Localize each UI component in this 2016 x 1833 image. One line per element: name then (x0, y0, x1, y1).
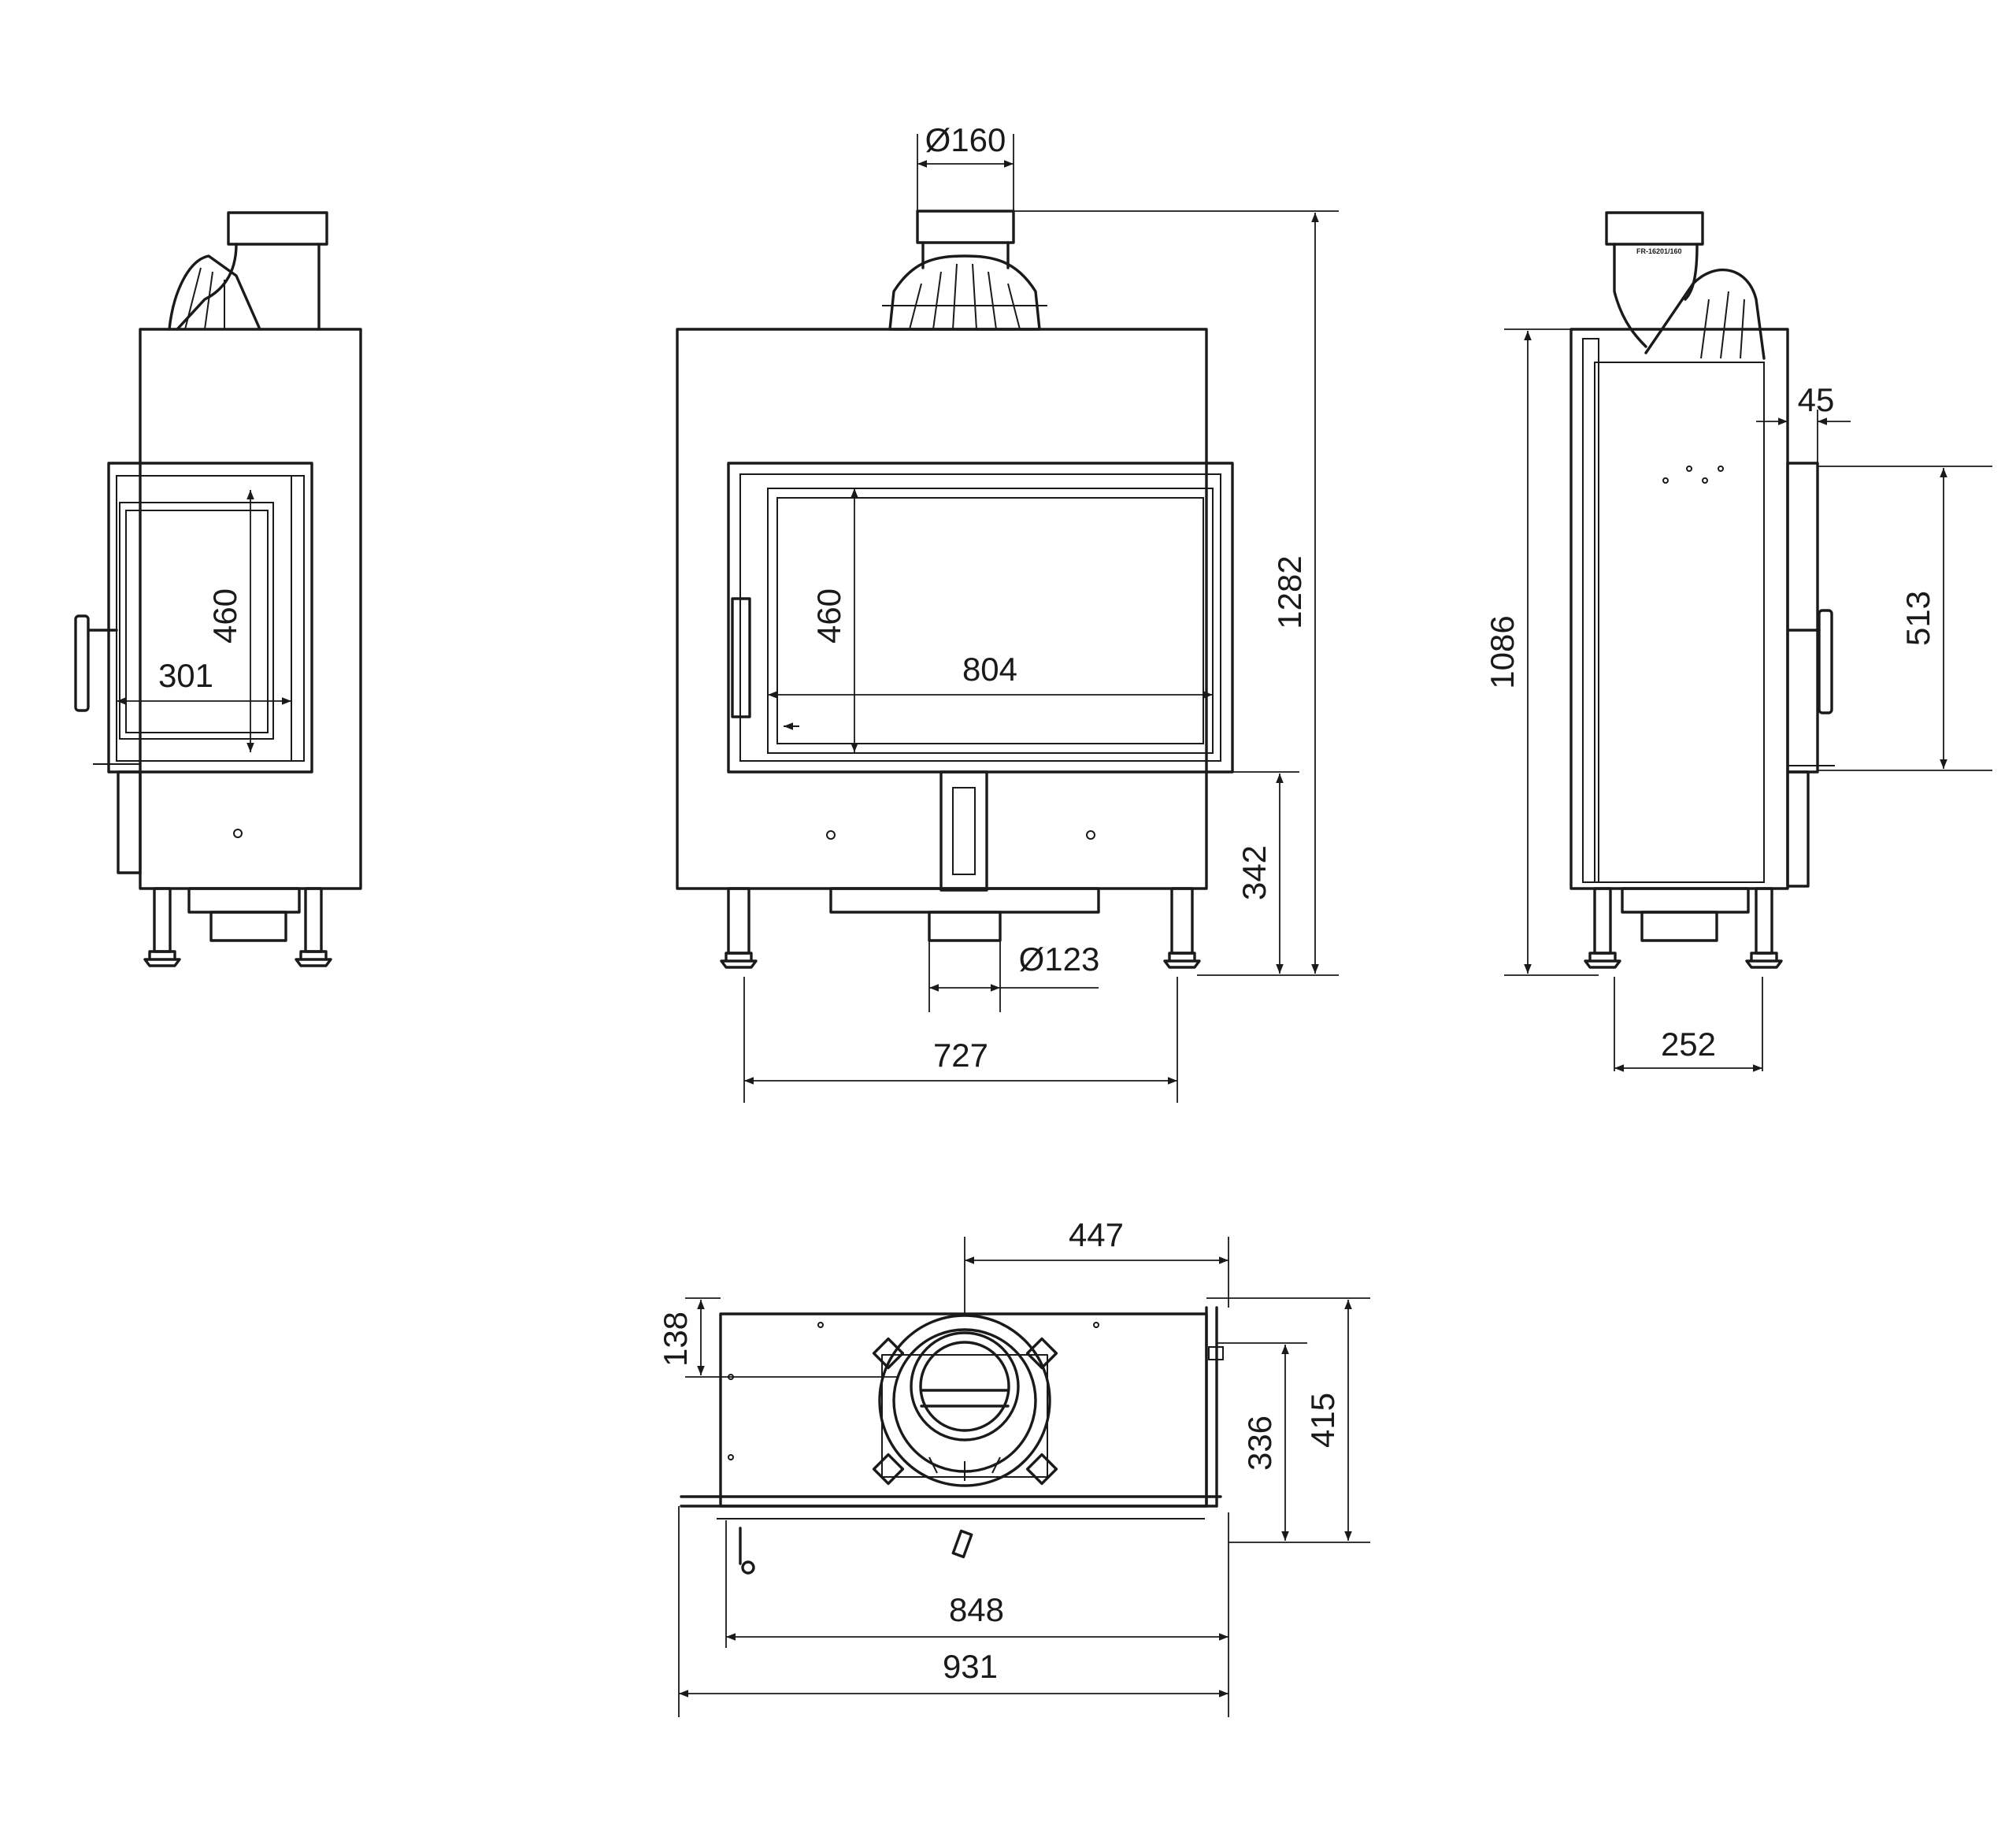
front-view: Ø160 1282 342 460 804 Ø123 727 (676, 121, 1339, 1103)
top-flue-ring (872, 1314, 1058, 1487)
dim-top-flue-depth: 138 (657, 1312, 694, 1367)
front-door-handle (731, 597, 751, 718)
dim-total-height: 1282 (1271, 555, 1308, 629)
dim-top-width-total: 931 (943, 1648, 998, 1685)
dim-door-bottom-height: 342 (1236, 845, 1273, 900)
front-flue-dome (888, 254, 1041, 331)
dim-side-leg-spacing: 252 (1661, 1026, 1716, 1063)
right-flue-collar (1605, 211, 1704, 246)
dim-top-depth-inner: 336 (1241, 1416, 1278, 1471)
dim-glass-width-side: 301 (158, 657, 213, 694)
dim-top-flue-offset: 447 (1069, 1216, 1124, 1253)
dim-leg-spacing-front: 727 (933, 1037, 988, 1074)
dim-top-width-inner: 848 (949, 1591, 1004, 1628)
dim-side-glass-height: 513 (1899, 591, 1936, 646)
dim-bottom-inlet-diameter: Ø123 (1019, 941, 1100, 978)
dim-side-body-height: 1086 (1484, 615, 1521, 688)
dim-top-depth-total: 415 (1304, 1393, 1341, 1448)
front-flue-collar (916, 210, 1015, 244)
top-view: 447 138 336 415 848 931 (657, 1216, 1370, 1717)
right-side-view: FR-16201/160 1086 45 (1484, 211, 1992, 1072)
dim-side-offset: 45 (1798, 381, 1835, 418)
right-door-handle (1818, 609, 1833, 714)
front-glass (767, 488, 1214, 754)
front-door-frame (727, 462, 1234, 774)
side-plate-label: FR-16201/160 (1636, 247, 1682, 255)
right-body (1569, 328, 1789, 890)
left-door-handle (74, 614, 90, 712)
dim-glass-width-front: 804 (962, 651, 1017, 688)
dim-glass-height-front: 460 (810, 588, 847, 644)
dim-flue-diameter: Ø160 (925, 121, 1006, 158)
dim-glass-height-side: 460 (206, 588, 243, 644)
left-side-view: 460 301 (74, 211, 362, 967)
left-flue-collar (227, 211, 328, 246)
left-glass (119, 502, 274, 740)
left-door-frame (107, 462, 313, 774)
